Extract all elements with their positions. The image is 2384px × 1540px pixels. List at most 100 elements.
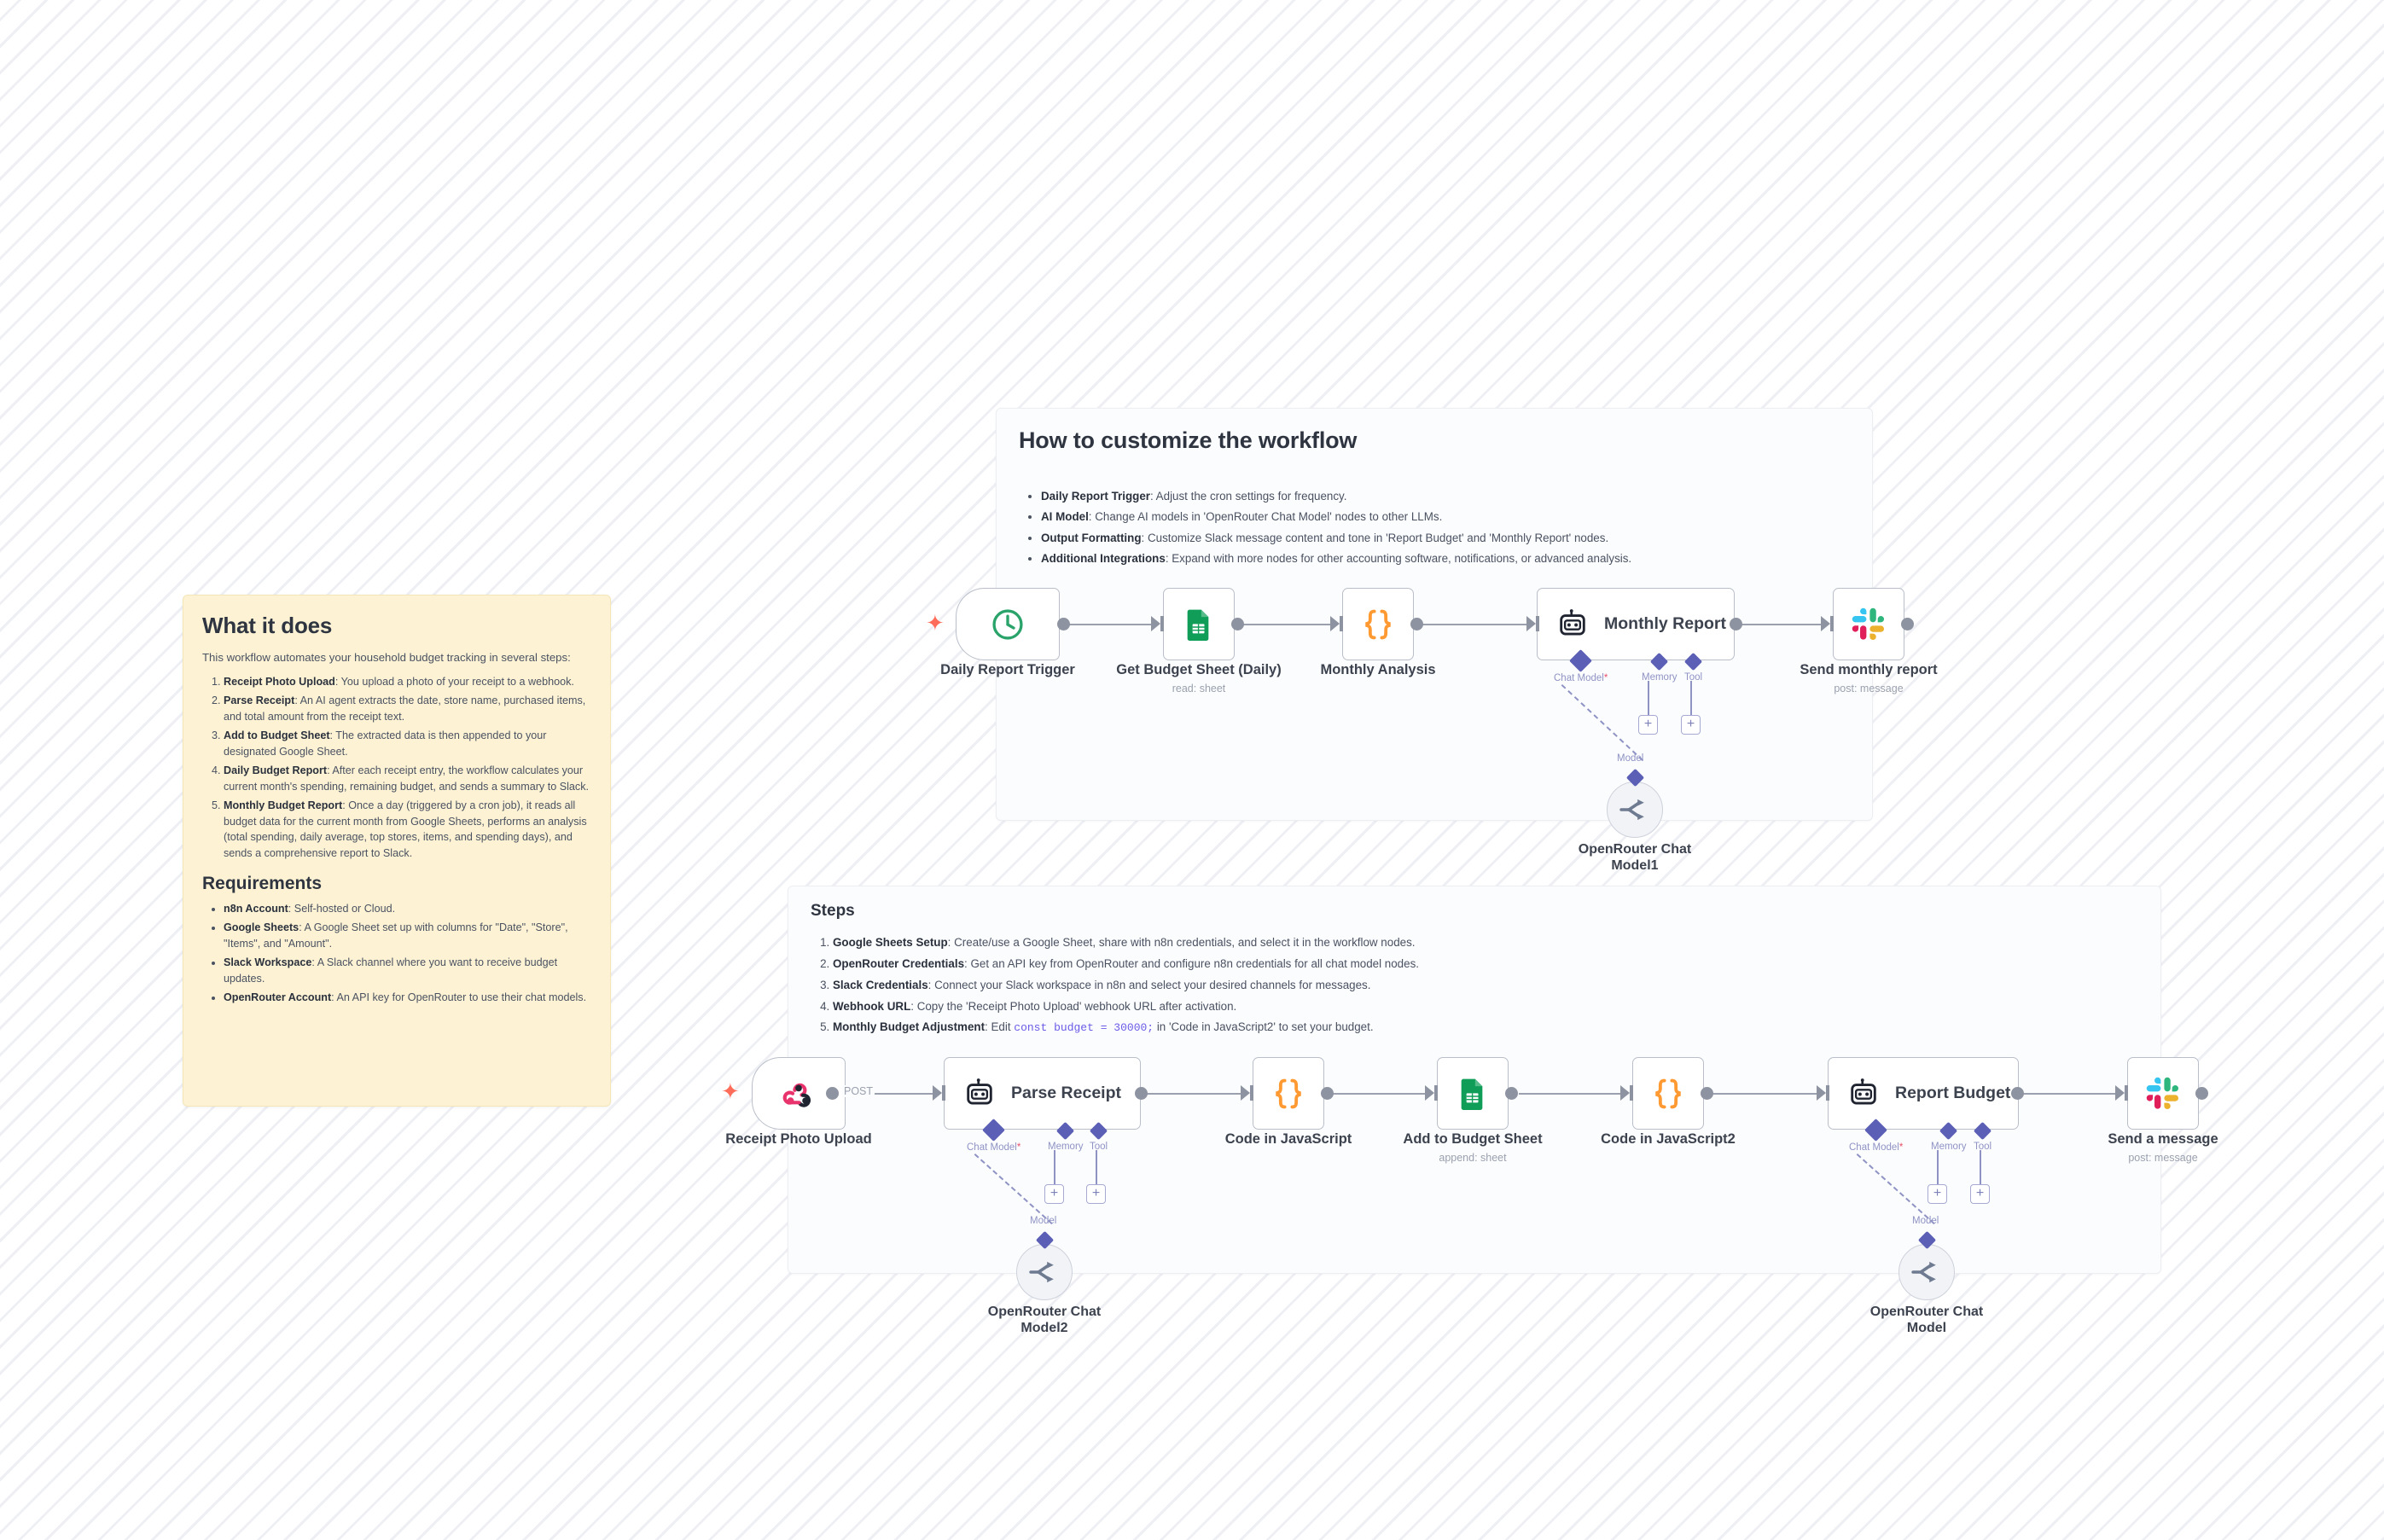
- subport-label: Chat Model*: [967, 1142, 1021, 1153]
- list-item: AI Model: Change AI models in 'OpenRoute…: [1041, 507, 1850, 526]
- wire-report-to-slack2: [2014, 1093, 2120, 1095]
- node-code-in-javascript2[interactable]: Code in JavaScript2: [1601, 1057, 1736, 1147]
- slack-icon: [2146, 1077, 2179, 1109]
- subport-memory[interactable]: Memory: [1642, 652, 1678, 683]
- port-out[interactable]: [1135, 1087, 1148, 1100]
- port-diamond-icon: [982, 1119, 1006, 1142]
- node-label: Get Budget Sheet (Daily): [1116, 662, 1282, 678]
- subport-label: Memory: [1642, 672, 1678, 683]
- port-out[interactable]: [1901, 618, 1914, 631]
- code-braces-icon: [1276, 1078, 1301, 1108]
- add-memory-button[interactable]: +: [1928, 1184, 1947, 1204]
- port-out[interactable]: [1057, 618, 1070, 631]
- wire-analysis-to-report: [1408, 624, 1532, 626]
- wire-sheet-to-code2: [1519, 1093, 1625, 1095]
- port-out[interactable]: [826, 1087, 839, 1100]
- subport-chat-model[interactable]: Chat Model*: [1554, 649, 1608, 683]
- list-item: Receipt Photo Upload: You upload a photo…: [224, 674, 591, 690]
- node-label: Send a message: [2108, 1131, 2218, 1148]
- subport-memory[interactable]: Memory: [1048, 1121, 1084, 1152]
- add-memory-button[interactable]: +: [1044, 1184, 1064, 1204]
- stem-memory: [1937, 1150, 1939, 1186]
- node-label: Report Budget: [1895, 1084, 2011, 1102]
- port-in[interactable]: [1330, 616, 1343, 631]
- subport-label: Tool: [1090, 1142, 1108, 1152]
- subport-chat-model[interactable]: Chat Model*: [1849, 1119, 1904, 1153]
- list-item: Slack Credentials: Connect your Slack wo…: [833, 975, 2138, 996]
- node-daily-report-trigger[interactable]: Daily Report Trigger: [940, 588, 1075, 677]
- node-send-a-message[interactable]: Send a message post: message: [2108, 1057, 2218, 1164]
- subport-chat-model[interactable]: Chat Model*: [967, 1119, 1021, 1153]
- node-label: Add to Budget Sheet: [1403, 1131, 1543, 1148]
- list-item: Parse Receipt: An AI agent extracts the …: [224, 693, 591, 725]
- clock-icon: [992, 608, 1023, 640]
- port-out[interactable]: [1701, 1087, 1713, 1100]
- node-send-monthly-report[interactable]: Send monthly report post: message: [1800, 588, 1938, 694]
- port-out[interactable]: [1410, 618, 1423, 631]
- note-steps-list: Google Sheets Setup: Create/use a Google…: [811, 933, 2138, 1038]
- slack-icon: [1852, 607, 1885, 640]
- port-out[interactable]: [2195, 1087, 2208, 1100]
- port-in[interactable]: [1425, 1085, 1438, 1101]
- add-tool-button[interactable]: +: [1970, 1184, 1990, 1204]
- subport-tool[interactable]: Tool: [1683, 652, 1703, 683]
- port-diamond-icon: [1939, 1121, 1958, 1141]
- model-port-label: Model: [1030, 1216, 1057, 1226]
- node-monthly-report[interactable]: Monthly Report: [1537, 588, 1735, 660]
- port-out[interactable]: [1505, 1087, 1518, 1100]
- node-subtitle: append: sheet: [1439, 1152, 1507, 1164]
- port-diamond-icon: [1056, 1121, 1075, 1141]
- list-item: Daily Report Trigger: Adjust the cron se…: [1041, 486, 1850, 506]
- sticky-note-what-it-does[interactable]: What it does This workflow automates you…: [183, 595, 611, 1107]
- add-tool-button[interactable]: +: [1681, 715, 1701, 735]
- node-parse-receipt[interactable]: Parse Receipt: [944, 1057, 1141, 1130]
- add-memory-button[interactable]: +: [1638, 715, 1658, 735]
- note-steps-title: Steps: [811, 902, 855, 920]
- node-add-to-budget-sheet[interactable]: Add to Budget Sheet append: sheet: [1403, 1057, 1543, 1164]
- port-in[interactable]: [1241, 1085, 1253, 1101]
- note-what-it-does-title: What it does: [202, 613, 333, 638]
- port-in[interactable]: [1151, 616, 1164, 631]
- wire-webhook-to-parse: [832, 1093, 934, 1095]
- subport-tool[interactable]: Tool: [1089, 1121, 1108, 1152]
- what-it-does-steps: Receipt Photo Upload: You upload a photo…: [202, 674, 591, 862]
- openrouter-icon: [1619, 799, 1644, 821]
- subport-label: Chat Model*: [1849, 1142, 1904, 1153]
- list-item: n8n Account: Self-hosted or Cloud.: [224, 901, 591, 917]
- port-out[interactable]: [1730, 618, 1742, 631]
- node-label: Parse Receipt: [1011, 1084, 1121, 1102]
- subport-tool[interactable]: Tool: [1973, 1121, 1992, 1152]
- wire-code2-to-report: [1711, 1093, 1822, 1095]
- model-port-label: Model: [1617, 753, 1644, 764]
- webhook-icon: [782, 1083, 811, 1107]
- sticky-note-customize[interactable]: How to customize the workflow Daily Repo…: [996, 408, 1873, 821]
- stem-memory: [1054, 1150, 1055, 1186]
- port-in[interactable]: [1620, 1085, 1633, 1101]
- node-label: Receipt Photo Upload: [725, 1131, 872, 1148]
- node-label: Daily Report Trigger: [940, 662, 1075, 678]
- port-in[interactable]: [1817, 1085, 1829, 1101]
- stem-tool: [1980, 1150, 1981, 1186]
- node-monthly-analysis[interactable]: Monthly Analysis: [1320, 588, 1436, 677]
- subport-memory[interactable]: Memory: [1931, 1121, 1967, 1152]
- port-out[interactable]: [1321, 1087, 1334, 1100]
- port-in[interactable]: [1526, 616, 1539, 631]
- port-in[interactable]: [1821, 616, 1834, 631]
- port-out[interactable]: [1231, 618, 1244, 631]
- note-intro: This workflow automates your household b…: [202, 651, 571, 664]
- port-in[interactable]: [2115, 1085, 2128, 1101]
- wire-report-to-slack: [1702, 624, 1826, 626]
- node-code-in-javascript[interactable]: Code in JavaScript: [1225, 1057, 1352, 1147]
- add-tool-button[interactable]: +: [1086, 1184, 1106, 1204]
- port-out[interactable]: [2011, 1087, 2024, 1100]
- subport-label: Chat Model*: [1554, 673, 1608, 683]
- stem-tool: [1096, 1150, 1097, 1186]
- node-report-budget[interactable]: Report Budget: [1828, 1057, 2019, 1130]
- node-get-budget-sheet-daily[interactable]: Get Budget Sheet (Daily) read: sheet: [1116, 588, 1282, 694]
- port-in[interactable]: [933, 1085, 945, 1101]
